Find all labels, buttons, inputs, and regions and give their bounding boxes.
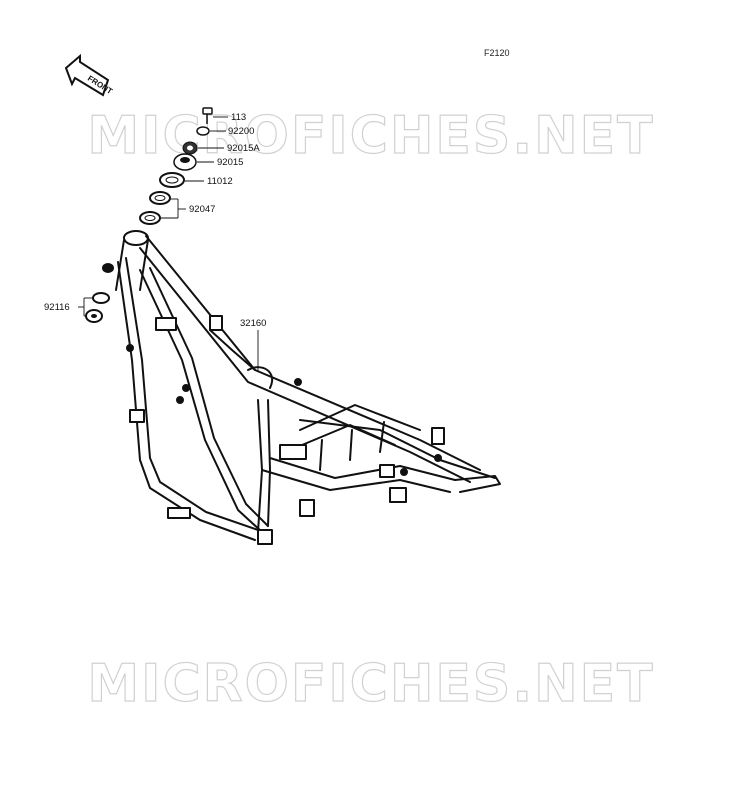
part-label-92047: 92047 [189, 204, 216, 215]
part-label-32160: 32160 [240, 318, 267, 329]
bearing-92116-lower [85, 309, 103, 323]
bearing-92047-lower [139, 211, 161, 225]
figure-code: F2120 [484, 48, 510, 58]
part-label-113: 113 [231, 112, 247, 123]
bearing-92116-upper [92, 292, 110, 304]
bearing-11012 [159, 172, 185, 188]
frame-32160 [102, 230, 501, 545]
bolt-113 [202, 107, 213, 124]
part-label-92200: 92200 [228, 126, 255, 137]
washer-92200 [196, 126, 210, 136]
watermark-bottom: MICROFICHES.NET [87, 653, 655, 714]
part-label-92116: 92116 [44, 302, 70, 313]
part-label-92015: 92015 [217, 157, 244, 168]
nut-92015a [182, 141, 198, 155]
bearing-92047-upper [149, 191, 171, 205]
part-label-92015a: 92015A [227, 143, 260, 154]
leader-lines [78, 116, 259, 372]
front-arrow-icon: FRONT [64, 53, 114, 97]
part-label-11012: 11012 [207, 176, 233, 187]
nut-92015 [173, 153, 197, 171]
